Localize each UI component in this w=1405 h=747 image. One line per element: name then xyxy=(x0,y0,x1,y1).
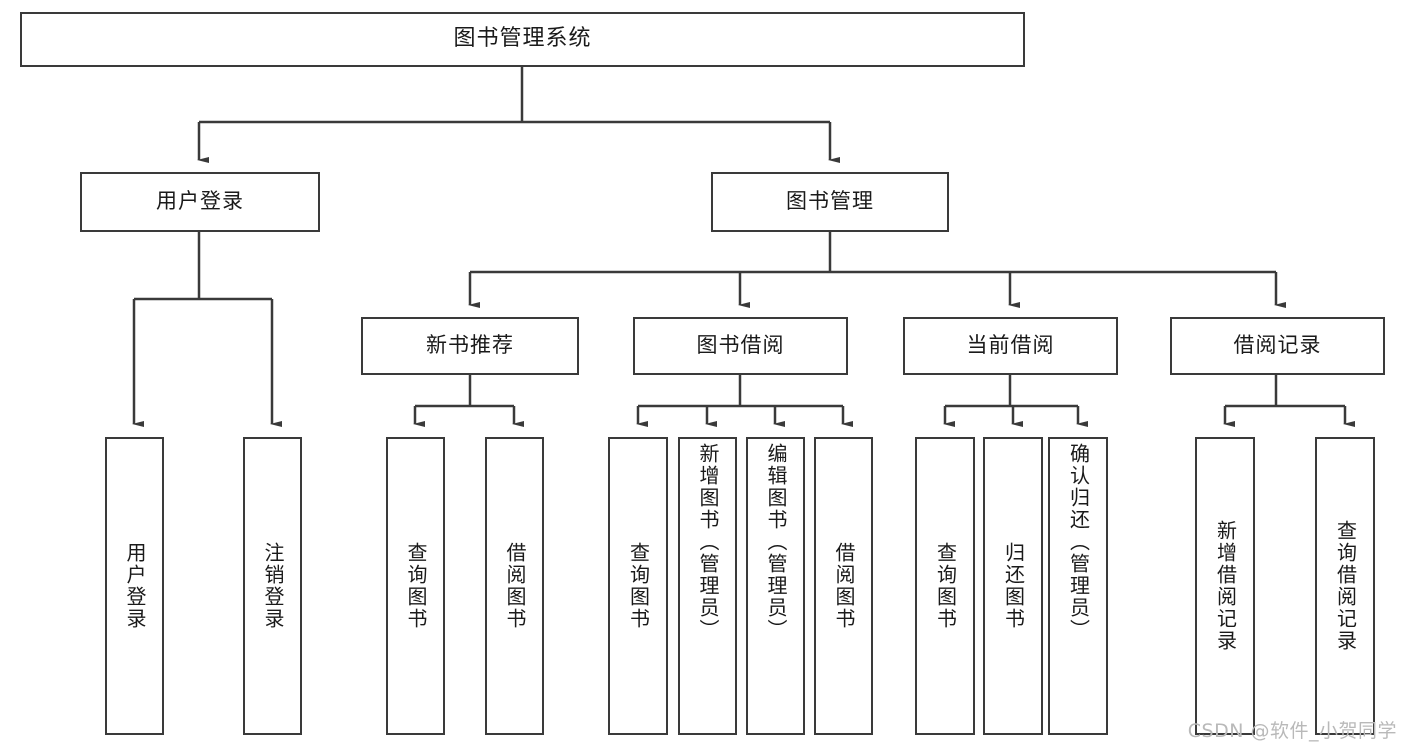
node-new-book-recommend[interactable]: 新书推荐 xyxy=(361,317,579,375)
leaf-user-login-logout[interactable]: 注销登录 xyxy=(243,437,302,735)
leaf-label: 新增图书（管理员） xyxy=(696,443,720,641)
node-label: 图书管理 xyxy=(786,189,874,214)
leaf-label: 编辑图书（管理员） xyxy=(764,443,788,641)
node-current-borrow[interactable]: 当前借阅 xyxy=(903,317,1118,375)
leaf-label: 查询图书 xyxy=(404,542,428,630)
leaf-current-borrow-query[interactable]: 查询图书 xyxy=(915,437,975,735)
leaf-borrow-record-add[interactable]: 新增借阅记录 xyxy=(1195,437,1255,735)
leaf-new-book-query[interactable]: 查询图书 xyxy=(386,437,445,735)
node-book-management-system[interactable]: 图书管理系统 xyxy=(20,12,1025,67)
leaf-user-login-login[interactable]: 用户登录 xyxy=(105,437,164,735)
node-label: 当前借阅 xyxy=(966,333,1055,358)
leaf-book-borrow-edit[interactable]: 编辑图书（管理员） xyxy=(746,437,805,735)
leaf-label: 注销登录 xyxy=(261,542,285,630)
leaf-book-borrow-add[interactable]: 新增图书（管理员） xyxy=(678,437,737,735)
node-label: 用户登录 xyxy=(156,189,244,214)
node-label: 图书管理系统 xyxy=(453,26,592,52)
leaf-book-borrow-borrow[interactable]: 借阅图书 xyxy=(814,437,873,735)
node-label: 新书推荐 xyxy=(426,333,514,358)
node-label: 借阅记录 xyxy=(1233,333,1322,358)
node-borrow-record[interactable]: 借阅记录 xyxy=(1170,317,1385,375)
leaf-borrow-record-query[interactable]: 查询借阅记录 xyxy=(1315,437,1375,735)
leaf-book-borrow-query[interactable]: 查询图书 xyxy=(608,437,668,735)
leaf-label: 归还图书 xyxy=(1001,542,1026,630)
leaf-label: 查询借阅记录 xyxy=(1333,520,1358,652)
leaf-current-borrow-return[interactable]: 归还图书 xyxy=(983,437,1043,735)
node-user-login[interactable]: 用户登录 xyxy=(80,172,320,232)
node-label: 图书借阅 xyxy=(696,333,785,358)
node-book-borrow[interactable]: 图书借阅 xyxy=(633,317,848,375)
leaf-label: 用户登录 xyxy=(123,542,147,630)
leaf-label: 新增借阅记录 xyxy=(1213,520,1238,652)
leaf-label: 查询图书 xyxy=(933,542,958,630)
watermark: CSDN @软件_小贺同学 xyxy=(1187,720,1397,742)
leaf-new-book-borrow[interactable]: 借阅图书 xyxy=(485,437,544,735)
node-book-management[interactable]: 图书管理 xyxy=(711,172,949,232)
leaf-label: 借阅图书 xyxy=(832,542,856,630)
leaf-current-borrow-confirm-return[interactable]: 确认归还（管理员） xyxy=(1048,437,1108,735)
leaf-label: 借阅图书 xyxy=(503,542,527,630)
leaf-label: 查询图书 xyxy=(626,542,651,630)
leaf-label: 确认归还（管理员） xyxy=(1066,443,1091,641)
